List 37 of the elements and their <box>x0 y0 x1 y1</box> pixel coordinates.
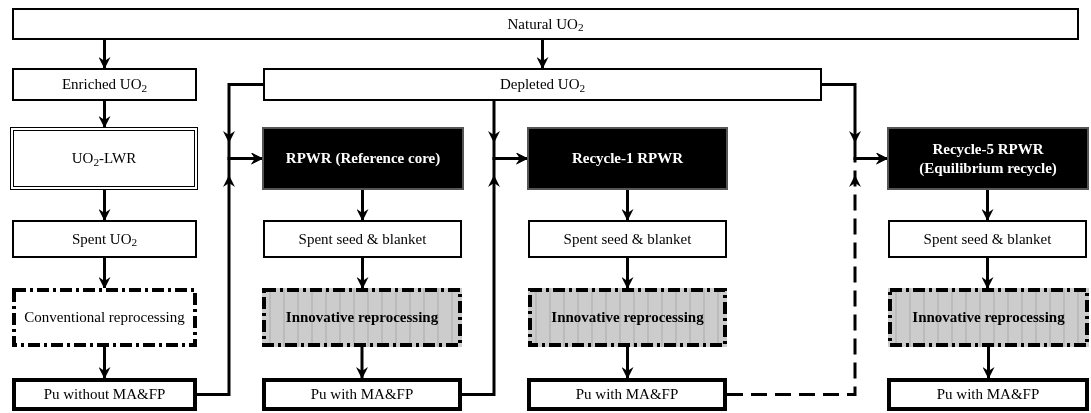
reprocessing-box: Innovative reprocessing <box>888 288 1089 347</box>
arrow <box>462 152 528 396</box>
arrow <box>536 40 549 69</box>
reactor-box: Recycle-5 RPWR (Equilibrium recycle) <box>887 127 1089 190</box>
arrow <box>98 101 111 128</box>
process-box: Enriched UO$_{2}$ <box>12 68 197 101</box>
arrow <box>982 347 995 379</box>
arrow <box>621 347 634 379</box>
product-box: Pu without MA&FP <box>12 378 197 411</box>
arrow <box>981 258 994 289</box>
reprocessing-box: Conventional reprocessing <box>12 288 197 347</box>
process-box: Natural UO$_{2}$ <box>12 8 1079 40</box>
arrow <box>98 258 111 289</box>
product-box: Pu with MA&FP <box>527 378 727 411</box>
arrow <box>197 152 263 396</box>
reprocessing-box: Innovative reprocessing <box>528 288 727 347</box>
arrow <box>356 190 369 221</box>
arrow <box>621 190 634 221</box>
arrow <box>981 190 994 221</box>
reprocessing-box: Innovative reprocessing <box>262 288 462 347</box>
process-box: Depleted UO$_{2}$ <box>263 68 822 101</box>
arrow <box>356 258 369 289</box>
process-box: Spent seed & blanket <box>888 220 1087 258</box>
reactor-box: UO$_{2}$-LWR <box>10 127 198 190</box>
arrow <box>98 40 111 69</box>
reactor-box: Recycle-1 RPWR <box>527 127 728 190</box>
arrow <box>727 152 888 396</box>
arrow <box>356 347 368 379</box>
arrow <box>621 258 634 289</box>
process-box: Spent UO$_{2}$ <box>12 220 197 258</box>
arrow <box>98 190 111 221</box>
reactor-box: RPWR (Reference core) <box>262 127 464 190</box>
arrow <box>98 347 111 379</box>
process-box: Spent seed & blanket <box>528 220 727 258</box>
product-box: Pu with MA&FP <box>887 378 1089 411</box>
product-box: Pu with MA&FP <box>262 378 462 411</box>
process-box: Spent seed & blanket <box>263 220 462 258</box>
